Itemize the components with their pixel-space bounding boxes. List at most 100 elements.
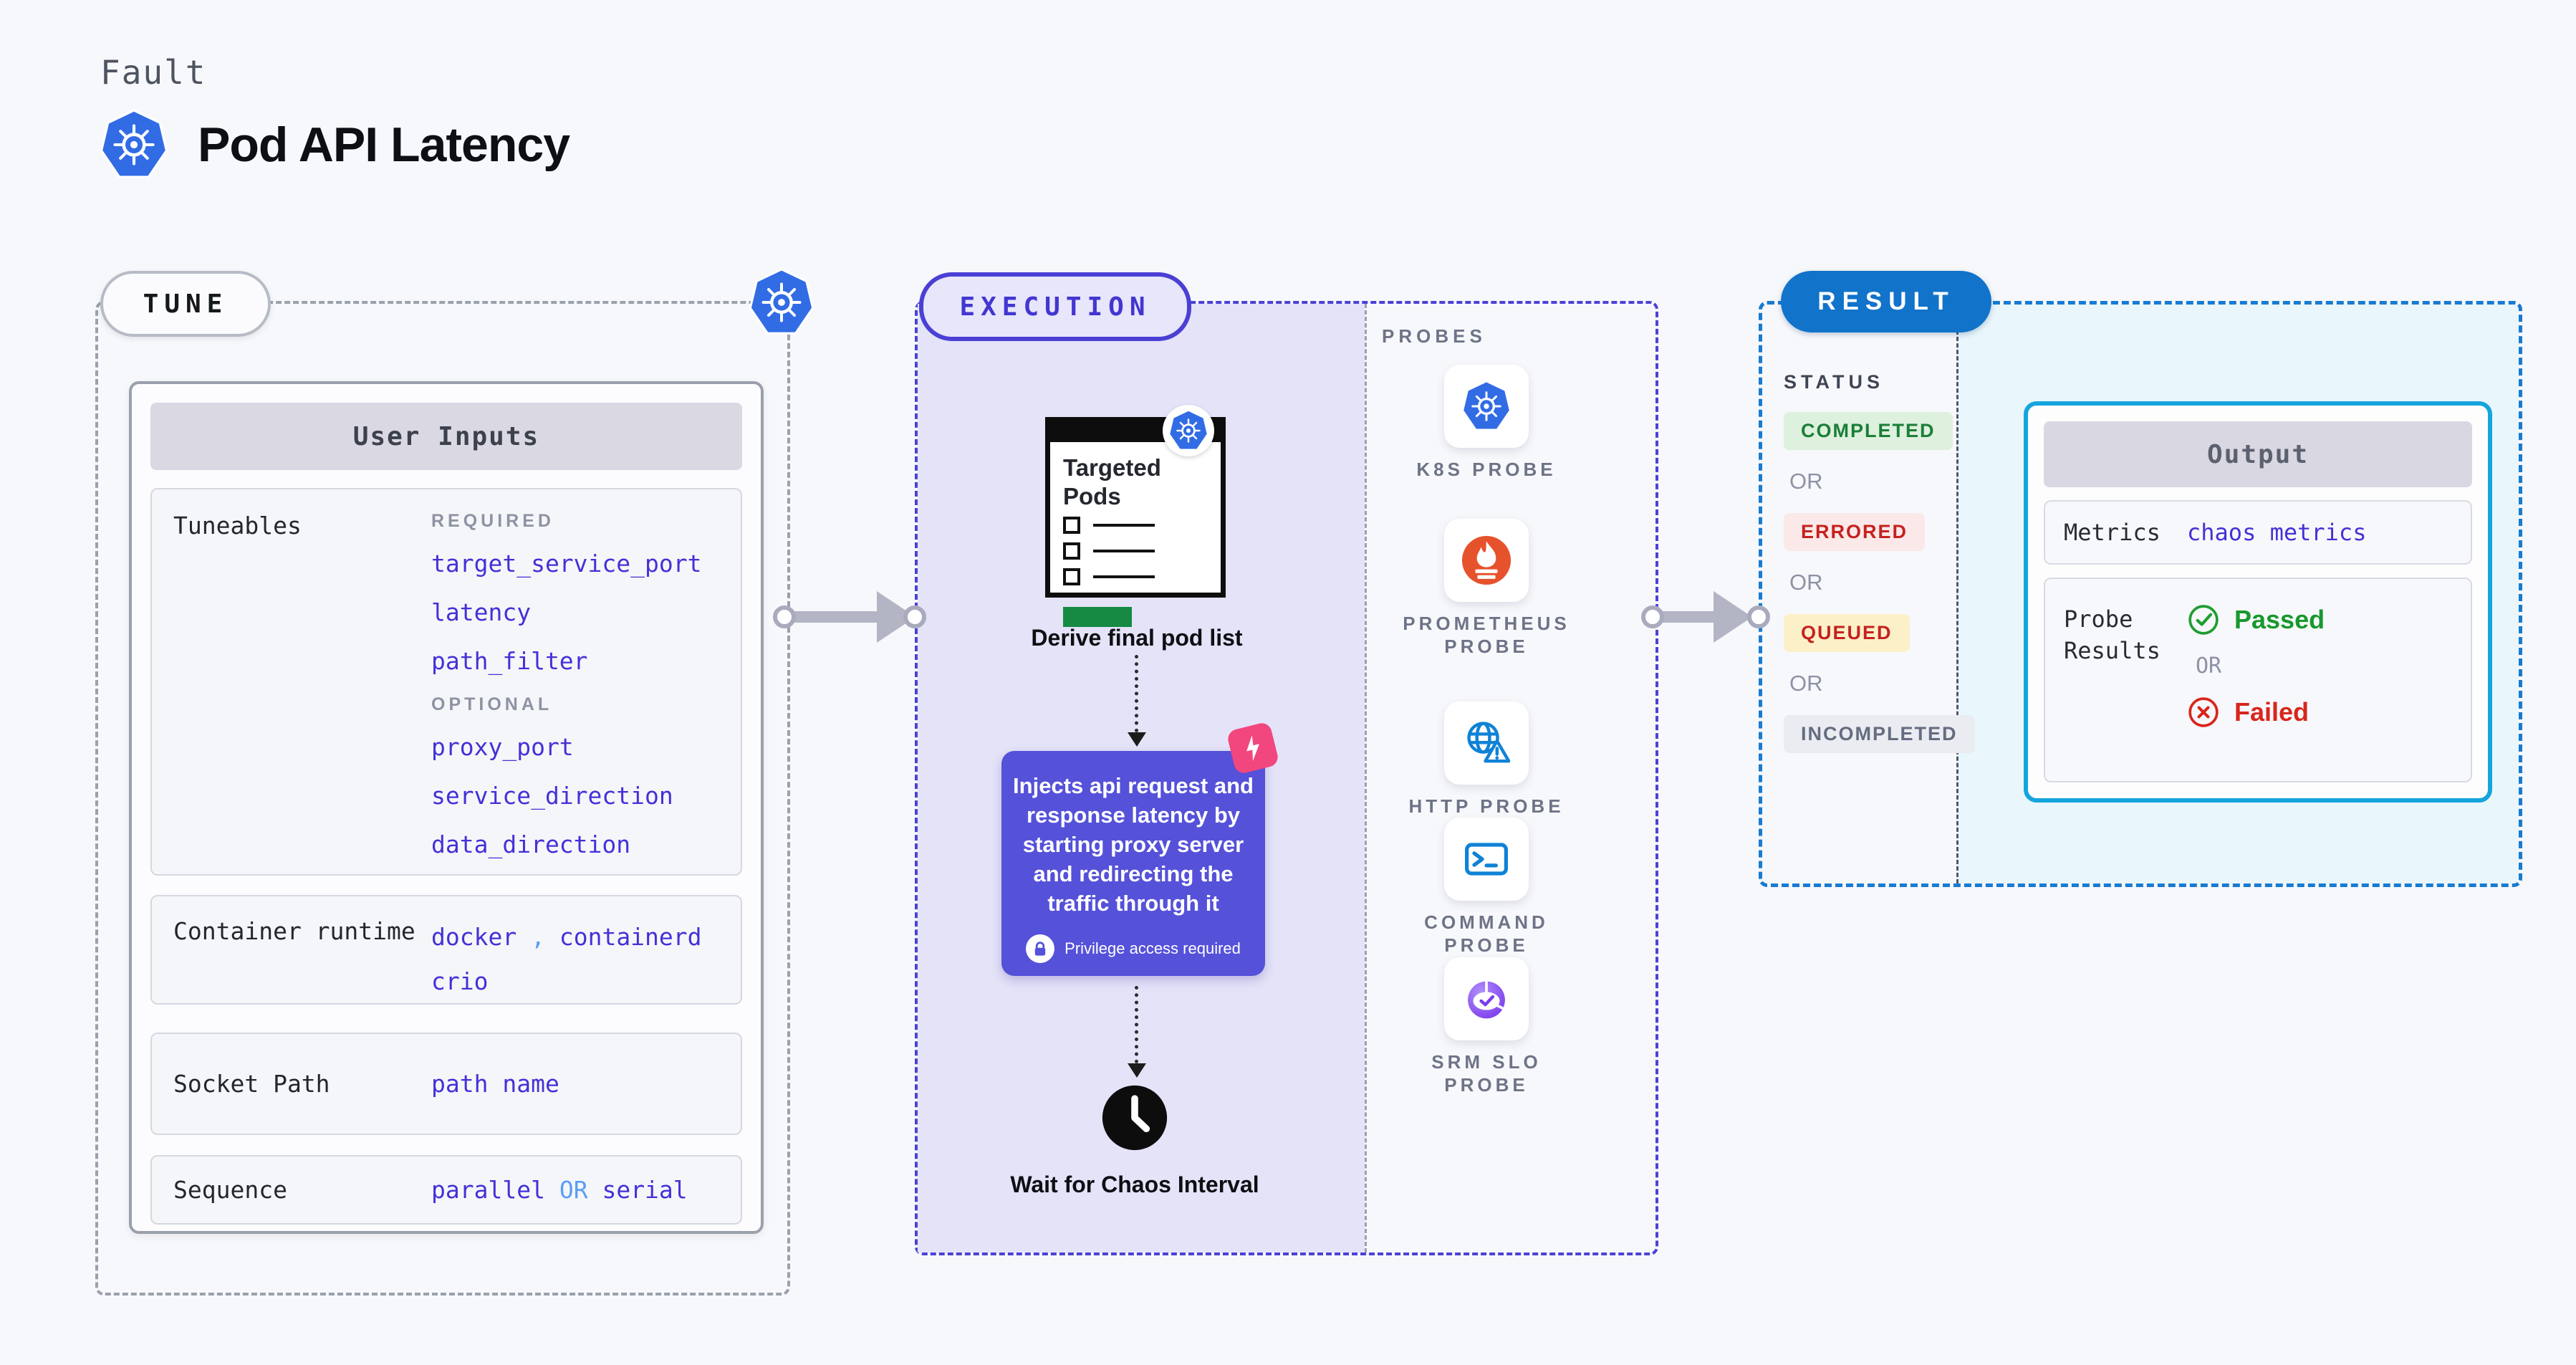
probe-label: SRM SLO PROBE: [1431, 1051, 1542, 1096]
globe-warning-icon: [1444, 701, 1529, 785]
sequence-row: Sequence parallel OR serial: [150, 1155, 742, 1225]
or-separator: OR: [1789, 469, 1823, 494]
title-row: Pod API Latency: [97, 107, 570, 182]
status-badge-errored: ERRORED: [1784, 513, 1926, 551]
tune-section-box: [95, 301, 790, 1295]
wait-chaos-interval-label: Wait for Chaos Interval: [1010, 1172, 1259, 1197]
dotted-arrow: [1135, 986, 1138, 1063]
green-button: [1063, 607, 1132, 627]
failed-line: Failed: [2187, 696, 2325, 729]
checkbox-icon: [1063, 542, 1080, 560]
probes-divider: [1365, 304, 1367, 1253]
probe-results-row: Probe Results Passed OR Failed: [2044, 578, 2472, 782]
container-runtime-row: Container runtime docker , containerd cr…: [150, 895, 742, 1005]
page-title: Pod API Latency: [198, 118, 570, 172]
probe-http: HTTP PROBE: [1393, 701, 1580, 818]
container-runtime-label: Container runtime: [173, 917, 415, 945]
privilege-note: Privilege access required: [1064, 939, 1241, 957]
status-badge-incompleted: INCOMPLETED: [1784, 715, 1975, 753]
tune-pill: TUNE: [100, 271, 271, 337]
or-separator: OR: [2196, 653, 2222, 679]
inject-description: Injects api request and response latency…: [1013, 773, 1254, 916]
probe-prometheus: PROMETHEUS PROBE: [1393, 519, 1580, 658]
status-column: COMPLETED OR ERRORED OR QUEUED OR INCOMP…: [1784, 412, 1975, 753]
probe-label: PROMETHEUS PROBE: [1403, 613, 1570, 657]
status-badge-queued: QUEUED: [1784, 614, 1910, 652]
metrics-row: Metrics chaos metrics: [2044, 500, 2472, 565]
dotted-arrow: [1135, 655, 1138, 732]
pod-checklist: [1063, 517, 1155, 594]
fault-eyebrow: Fault: [100, 53, 207, 92]
kubernetes-badge: [1163, 405, 1214, 456]
lock-icon: [1026, 934, 1055, 963]
socket-path-row: Socket Path path name: [150, 1033, 742, 1135]
tuneable-item: latency: [431, 598, 532, 626]
tuneable-item: data_direction: [431, 830, 631, 858]
check-circle-icon: [2187, 603, 2220, 636]
tuneables-label: Tuneables: [173, 512, 302, 540]
sequence-label: Sequence: [173, 1175, 287, 1204]
failed-text: Failed: [2234, 697, 2310, 727]
probe-results-label: Probe Results: [2064, 605, 2161, 664]
arrowhead-icon: [1128, 732, 1146, 747]
clock-icon: [1100, 1083, 1169, 1152]
targeted-pods-title: Targeted Pods: [1063, 454, 1161, 509]
passed-text: Passed: [2234, 605, 2325, 634]
socket-path-label: Socket Path: [173, 1069, 330, 1098]
status-badge-completed: COMPLETED: [1784, 412, 1953, 450]
tuneables-values: REQUIRED target_service_port latency pat…: [417, 489, 719, 869]
sequence-value: parallel OR serial: [431, 1175, 688, 1204]
sequence-values: parallel OR serial: [417, 1166, 719, 1215]
probe-label: K8S PROBE: [1416, 459, 1557, 480]
x-circle-icon: [2187, 696, 2220, 729]
connector-dot: [903, 605, 926, 628]
probes-label: PROBES: [1382, 325, 1486, 347]
privilege-row: Privilege access required: [1001, 934, 1265, 963]
derive-pod-list-label: Derive final pod list: [1031, 625, 1243, 651]
or-separator: OR: [1789, 671, 1823, 696]
result-pill: RESULT: [1781, 271, 1991, 332]
tuneables-row: Tuneables REQUIRED target_service_port l…: [150, 488, 742, 876]
terminal-icon: [1444, 818, 1529, 901]
kubernetes-icon: [746, 267, 817, 338]
user-inputs-card: User Inputs Tuneables REQUIRED target_se…: [129, 381, 764, 1234]
connector-dot: [1641, 605, 1664, 628]
output-title: Output: [2044, 421, 2472, 487]
tuneable-item: proxy_port: [431, 733, 574, 761]
kubernetes-icon: [1444, 365, 1529, 448]
connector-dot: [773, 605, 796, 628]
required-label: REQUIRED: [431, 511, 554, 531]
probe-command: COMMAND PROBE: [1393, 818, 1580, 957]
user-inputs-title: User Inputs: [150, 403, 742, 470]
status-label: STATUS: [1784, 371, 1884, 393]
tuneable-item: path_filter: [431, 647, 588, 675]
probe-k8s: K8S PROBE: [1393, 365, 1580, 481]
output-card: Output Metrics chaos metrics Probe Resul…: [2024, 401, 2492, 803]
probe-results-values: Passed OR Failed: [2178, 603, 2325, 729]
inject-description-card: Injects api request and response latency…: [1001, 751, 1265, 976]
arrowhead-icon: [1128, 1063, 1146, 1078]
execution-section-box: Targeted Pods Derive final pod list Inje…: [915, 301, 1658, 1255]
probe-srm-slo: SRM SLO PROBE: [1393, 957, 1580, 1096]
tuneable-item: target_service_port: [431, 550, 702, 578]
container-runtime-values: docker , containerd crio: [417, 896, 719, 1004]
optional-label: OPTIONAL: [431, 694, 553, 714]
connector-dot: [1747, 605, 1770, 628]
runtime-line: docker , containerd: [431, 923, 702, 951]
runtime-line: crio: [431, 967, 489, 995]
socket-path-values: path name: [417, 1060, 719, 1108]
socket-path-value: path name: [431, 1069, 559, 1098]
kubernetes-icon: [1167, 409, 1210, 452]
metrics-label: Metrics: [2064, 519, 2161, 546]
prometheus-icon: [1444, 519, 1529, 602]
probe-label: HTTP PROBE: [1408, 795, 1565, 817]
metrics-value: chaos metrics: [2187, 519, 2367, 546]
tuneable-item: service_direction: [431, 782, 673, 810]
slo-pie-check-icon: [1444, 957, 1529, 1040]
kubernetes-icon: [97, 107, 170, 182]
probe-label: COMMAND PROBE: [1424, 911, 1549, 956]
execution-pill: EXECUTION: [919, 272, 1191, 341]
checkbox-icon: [1063, 517, 1080, 534]
or-separator: OR: [1789, 570, 1823, 595]
